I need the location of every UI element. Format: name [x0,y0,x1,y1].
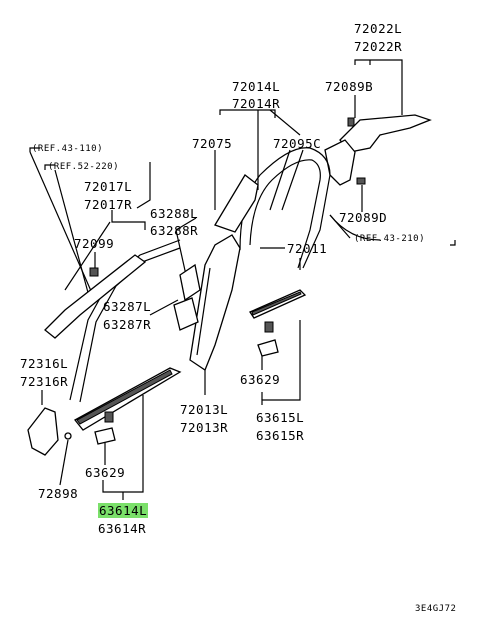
label-63287r: 63287R [103,317,152,332]
label-72013r: 72013R [180,420,229,435]
label-72099: 72099 [74,236,115,251]
label-63629-right: 63629 [240,372,281,387]
label-72095c: 72095C [273,136,322,151]
label-63287l: 63287L [103,299,152,314]
highlighted-part-number: 63614L [98,503,149,518]
label-63615l: 63615L [256,410,305,425]
leader-lines [29,59,456,500]
label-72316r: 72316R [20,374,69,389]
label-72022l: 72022L [354,21,403,36]
label-72022r: 72022R [354,39,403,54]
label-72898: 72898 [38,486,79,501]
label-63288r: 63288R [150,223,199,238]
label-72089d: 72089D [339,210,388,225]
label-72014l: 72014L [232,79,281,94]
label-63288l: 63288L [150,206,199,221]
label-72013l: 72013L [180,402,229,417]
label-72011: 72011 [287,241,328,256]
label-63615r: 63615R [256,428,305,443]
label-72089b: 72089B [325,79,374,94]
label-72316l: 72316L [20,356,69,371]
label-63614r: 63614R [98,521,147,536]
label-ref-43-210: (REF.43-210) [354,234,426,244]
label-ref-52-220: (REF.52-220) [48,162,120,172]
label-72014r: 72014R [232,96,281,111]
label-ref-43-110: (REF.43-110) [32,144,104,154]
label-63614l: 63614L [98,503,149,518]
label-72017l: 72017L [84,179,133,194]
label-63629-left: 63629 [85,465,126,480]
label-72075: 72075 [192,136,233,151]
part-shapes [27,114,432,456]
diagram-code: 3E4GJ72 [415,604,457,614]
label-72017r: 72017R [84,197,133,212]
